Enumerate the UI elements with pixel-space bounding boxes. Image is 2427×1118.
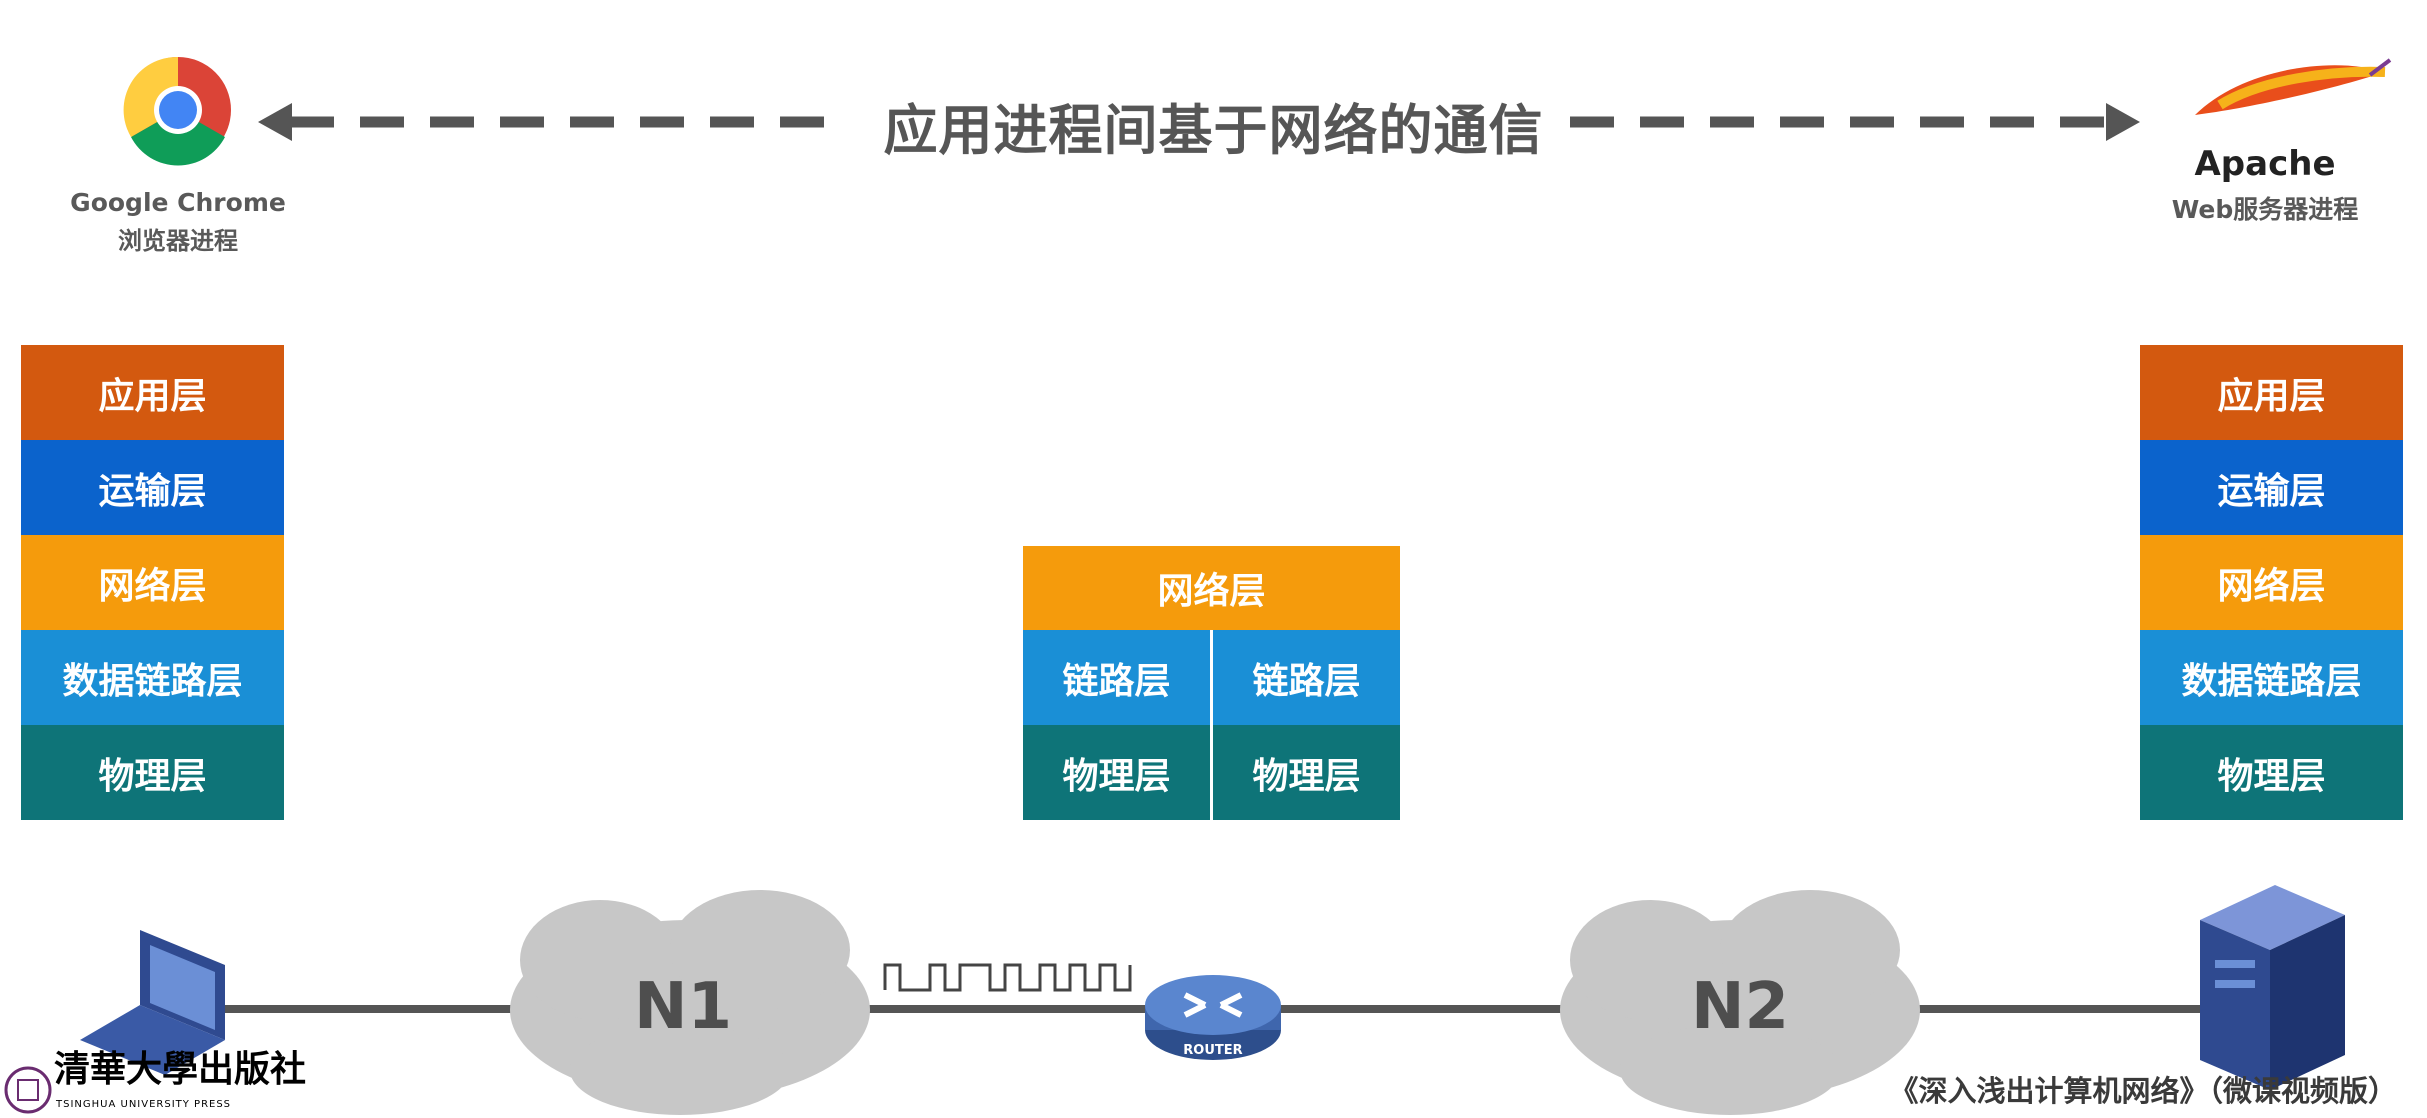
layer-application: 应用层 — [21, 345, 284, 440]
router-layer-link-left: 链路层 — [1023, 630, 1210, 725]
network-n2-label: N2 — [1690, 970, 1790, 1044]
cloud-n1 — [510, 890, 870, 1115]
publisher-sub: TSINGHUA UNIVERSITY PRESS — [56, 1099, 232, 1110]
client-protocol-stack: 应用层 运输层 网络层 数据链路层 物理层 — [21, 345, 284, 820]
router-layer-physical-left: 物理层 — [1023, 725, 1210, 820]
client-sub: 浏览器进程 — [118, 227, 238, 255]
server-protocol-stack: 应用层 运输层 网络层 数据链路层 物理层 — [2140, 345, 2403, 820]
laptop-icon — [80, 930, 225, 1075]
server-sub: Web服务器进程 — [2171, 195, 2359, 224]
server-caption: Apache Web服务器进程 — [2150, 144, 2380, 226]
layer-physical: 物理层 — [21, 725, 284, 820]
signal-waveform — [883, 963, 1132, 992]
server-icon — [2200, 885, 2345, 1090]
layer-network: 网络层 — [21, 535, 284, 630]
publisher-seal — [4, 1066, 52, 1114]
layer-application: 应用层 — [2140, 345, 2403, 440]
book-title: 《深入浅出计算机网络》（微课视频版） — [1889, 1074, 2397, 1108]
server-name: Apache — [2194, 144, 2336, 184]
router-layer-link-right: 链路层 — [1213, 630, 1400, 725]
layer-network: 网络层 — [2140, 535, 2403, 630]
layer-transport: 运输层 — [2140, 440, 2403, 535]
router-label: ROUTER — [1183, 1043, 1243, 1058]
router-layer-network: 网络层 — [1023, 546, 1400, 630]
router-layer-physical-right: 物理层 — [1213, 725, 1400, 820]
publisher-name: 清華大學出版社 — [54, 1048, 307, 1090]
network-n1-label: N1 — [633, 970, 733, 1044]
apache-feather-icon — [2195, 58, 2392, 115]
layer-transport: 运输层 — [21, 440, 284, 535]
layer-datalink: 数据链路层 — [2140, 630, 2403, 725]
client-name: Google Chrome — [70, 188, 286, 217]
cloud-n2 — [1560, 890, 1920, 1115]
chrome-icon — [123, 56, 231, 166]
layer-physical: 物理层 — [2140, 725, 2403, 820]
layer-datalink: 数据链路层 — [21, 630, 284, 725]
client-caption: Google Chrome 浏览器进程 — [58, 188, 298, 256]
router-protocol-stack: 网络层 链路层 链路层 物理层 物理层 — [1023, 546, 1400, 820]
diagram-title: 应用进程间基于网络的通信 — [883, 99, 1544, 162]
router-icon — [1145, 975, 1281, 1060]
communication-arrow — [258, 103, 2140, 141]
